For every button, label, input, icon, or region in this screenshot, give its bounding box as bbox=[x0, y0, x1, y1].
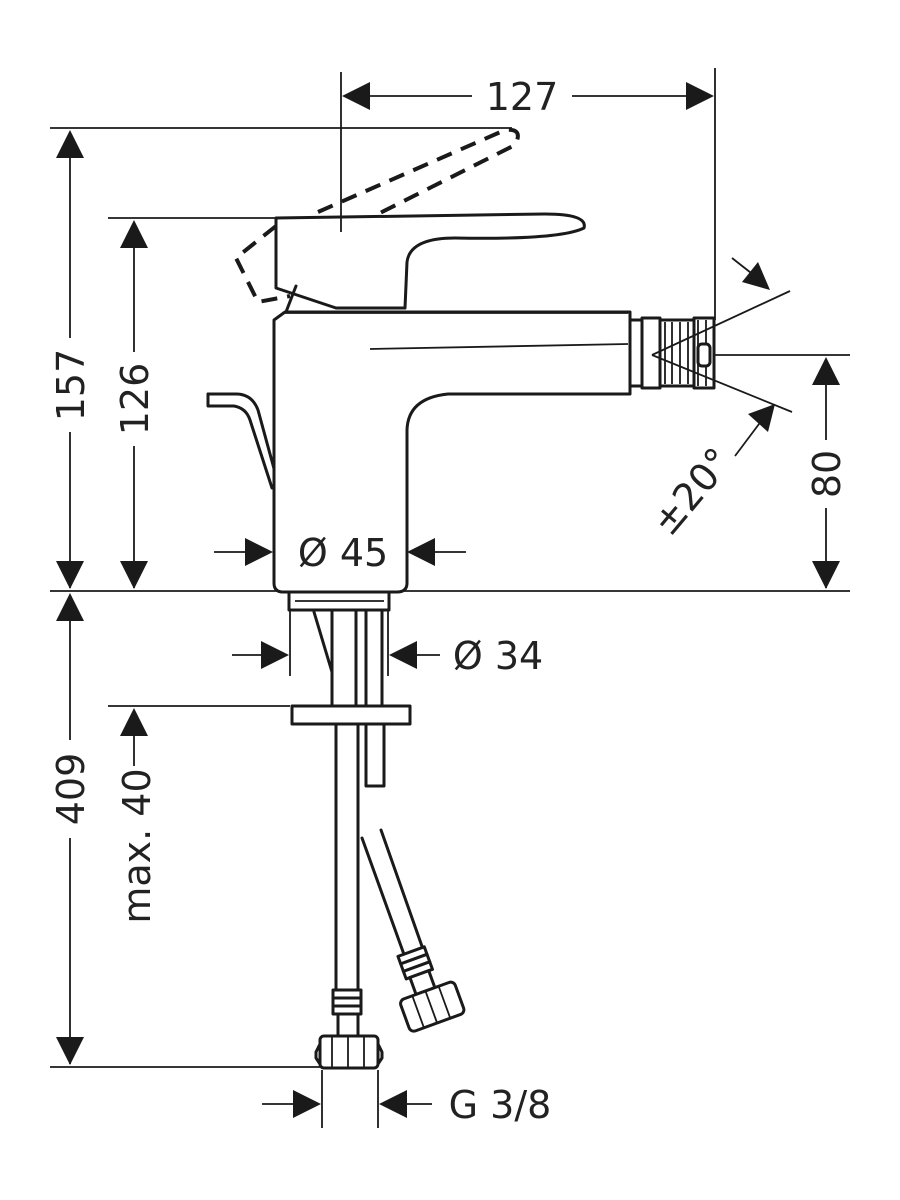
dimension-labels: 127 157 126 80 ±20° Ø 45 Ø 34 409 max. 4… bbox=[49, 75, 849, 1127]
faucet-body bbox=[206, 212, 793, 594]
dimension-lines bbox=[56, 82, 840, 1118]
lever-alternate-position bbox=[233, 127, 520, 305]
dim-80-label: 80 bbox=[805, 450, 849, 498]
mounting-hardware bbox=[287, 590, 466, 1070]
hose-ferrule-angled bbox=[396, 945, 466, 1033]
dim-127-label: 127 bbox=[486, 75, 559, 119]
dim-409-label: 409 bbox=[49, 753, 93, 826]
hose-ferrule-straight bbox=[331, 988, 363, 1038]
extension-lines bbox=[50, 68, 850, 1128]
dim-diameter-34-label: Ø 34 bbox=[453, 634, 543, 678]
dim-diameter-45-label: Ø 45 bbox=[298, 531, 388, 575]
dim-thread-label: G 3/8 bbox=[449, 1083, 552, 1127]
dim-angle-label: ±20° bbox=[643, 440, 740, 544]
dim-max-40-label: max. 40 bbox=[115, 768, 159, 923]
dim-157-label: 157 bbox=[49, 349, 93, 422]
dim-126-label: 126 bbox=[113, 363, 157, 436]
